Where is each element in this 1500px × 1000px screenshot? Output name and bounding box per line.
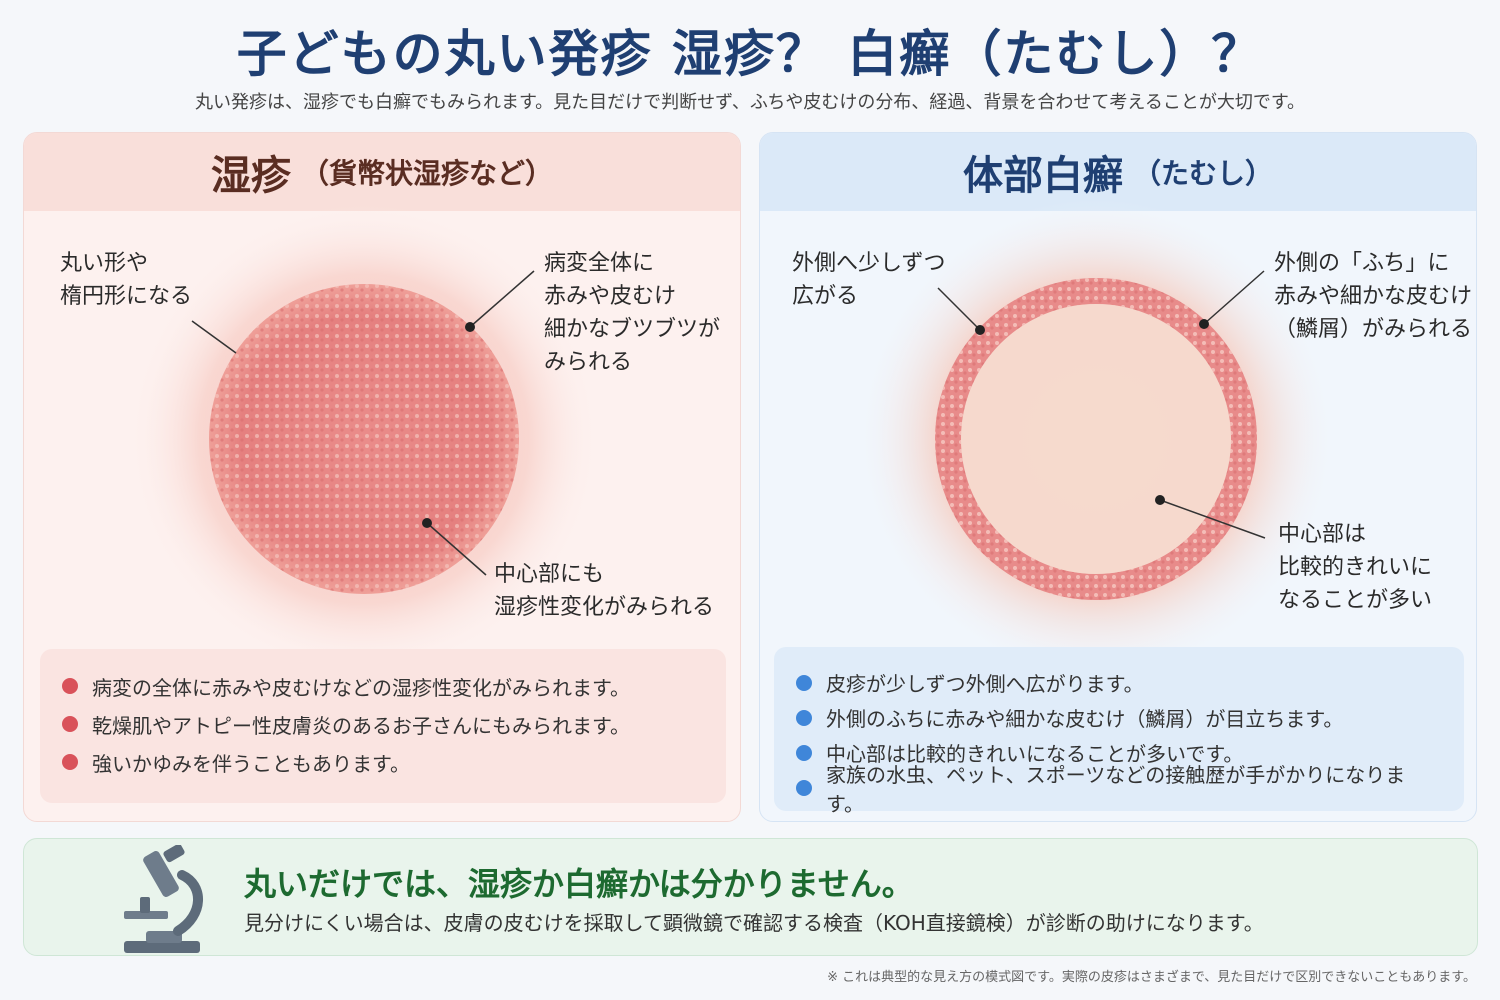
callout-shape-line-2: 楕円形になる [60, 284, 193, 309]
bullet-dot-icon [796, 709, 812, 726]
tinea-panel: 体部白癬 （たむし） 外側へ少しずつ 広がる 外側の「ふち」に [759, 132, 1477, 822]
callout-center-r-line-1: 中心部は [1278, 522, 1367, 547]
callout-center-right: 中心部は 比較的きれいに なることが多い [1278, 518, 1432, 617]
bullet-text: 強いかゆみを伴うこともあります。 [92, 751, 410, 776]
page-title: 子どもの丸い発疹 湿疹？ 白癬（たむし）？ [236, 25, 1264, 83]
callout-whole-line-2: 赤みや皮むけ [544, 284, 677, 309]
bullet-text: 家族の水虫、ペット、スポーツなどの接触歴が手がかりになります。 [826, 762, 1406, 816]
eczema-subtitle: （貨幣状湿疹など） [300, 157, 553, 190]
eczema-title: 湿疹 [210, 153, 291, 199]
footer-heading: 丸いだけでは、湿疹か白癬かは分かりません。 [244, 865, 914, 903]
bullet-dot-icon [62, 678, 78, 694]
callout-whole-line-1: 病変全体に [544, 251, 655, 276]
disclaimer-note: ※ これは典型的な見え方の模式図です。実際の皮疹はさまざまで、見た目だけで区別で… [827, 970, 1476, 985]
eczema-lesion-texture [209, 284, 519, 594]
eczema-panel-header: 湿疹 （貨幣状湿疹など） [24, 133, 740, 211]
bullet-dot-icon [62, 754, 78, 770]
list-item: 中心部は比較的きれいになることが多いです。 [796, 735, 1442, 770]
list-item: 家族の水虫、ペット、スポーツなどの接触歴が手がかりになります。 [796, 763, 1442, 816]
page-subtitle: 丸い発疹は、湿疹でも白癬でもみられます。見た目だけで判断せず、ふちや皮むけの分布… [194, 92, 1306, 113]
callout-edge-line-2: 赤みや細かな皮むけ [1274, 284, 1473, 309]
callout-spread-line-1: 外側へ少しずつ [792, 251, 946, 276]
callout-dot-edge [1199, 319, 1209, 329]
callout-dot-center [422, 518, 432, 528]
bullet-text: 中心部は比較的きれいになることが多いです。 [826, 742, 1244, 766]
eczema-bullet-list: 病変の全体に赤みや皮むけなどの湿疹性変化がみられます。 乾燥肌やアトピー性皮膚炎… [40, 649, 726, 803]
bullet-dot-icon [796, 744, 812, 761]
bullet-dot-icon [62, 716, 78, 732]
callout-line-shape [191, 320, 237, 354]
tinea-clear-center [961, 304, 1231, 574]
tinea-illustration [856, 199, 1336, 679]
tinea-subtitle: （たむし） [1132, 157, 1273, 190]
tinea-ring-texture [935, 278, 1257, 600]
bullet-text: 乾燥肌やアトピー性皮膚炎のあるお子さんにもみられます。 [92, 713, 630, 738]
list-item: 乾燥肌やアトピー性皮膚炎のあるお子さんにもみられます。 [62, 705, 704, 743]
callout-shape: 丸い形や 楕円形になる [60, 247, 192, 313]
eczema-illustration [129, 204, 599, 674]
callout-center-r-line-3: なることが多い [1278, 588, 1433, 613]
bullet-text: 皮疹が少しずつ外側へ広がります。 [826, 672, 1144, 696]
callout-spread: 外側へ少しずつ 広がる [792, 247, 946, 313]
diagnosis-footer: 丸いだけでは、湿疹か白癬かは分かりません。 見分けにくい場合は、皮膚の皮むけを採… [23, 838, 1478, 956]
callout-line-center-r [1159, 499, 1266, 539]
list-item: 皮疹が少しずつ外側へ広がります。 [796, 665, 1442, 700]
callout-center-r-line-2: 比較的きれいに [1278, 555, 1433, 580]
bullet-dot-icon [796, 674, 812, 691]
microscope-icon [124, 845, 203, 953]
callout-whole: 病変全体に 赤みや皮むけ 細かなブツブツが みられる [544, 247, 720, 379]
callout-line-edge [1203, 270, 1265, 325]
callout-dot-center-r [1155, 495, 1165, 505]
callout-spread-line-2: 広がる [792, 284, 859, 309]
callout-whole-line-3: 細かなブツブツが [544, 317, 721, 342]
eczema-panel: 湿疹 （貨幣状湿疹など） 丸 [23, 132, 741, 822]
tinea-panel-header: 体部白癬 （たむし） [760, 133, 1476, 211]
bullet-text: 外側のふちに赤みや細かな皮むけ（鱗屑）が目立ちます。 [826, 707, 1344, 731]
callout-edge-line-1: 外側の「ふち」に [1274, 251, 1450, 276]
list-item: 外側のふちに赤みや細かな皮むけ（鱗屑）が目立ちます。 [796, 700, 1442, 735]
bullet-text: 病変の全体に赤みや皮むけなどの湿疹性変化がみられます。 [92, 675, 630, 700]
callout-edge: 外側の「ふち」に 赤みや細かな皮むけ （鱗屑）がみられる [1274, 247, 1472, 346]
callout-center-line-1: 中心部にも [494, 562, 605, 587]
callout-line-whole [469, 270, 535, 328]
callout-shape-line-1: 丸い形や [60, 251, 149, 276]
footer-text: 見分けにくい場合は、皮膚の皮むけを採取して顕微鏡で確認する検査（KOH直接鏡検）… [244, 911, 1264, 935]
list-item: 強いかゆみを伴うこともあります。 [62, 743, 704, 781]
bullet-dot-icon [796, 779, 812, 796]
tinea-bullet-list: 皮疹が少しずつ外側へ広がります。 外側のふちに赤みや細かな皮むけ（鱗屑）が目立ち… [774, 647, 1464, 816]
tinea-title: 体部白癬 [962, 153, 1123, 199]
callout-dot-spread [975, 325, 985, 335]
callout-center-line-2: 湿疹性変化がみられる [494, 595, 715, 620]
callout-line-center [426, 522, 487, 576]
callout-edge-line-3: （鱗屑）がみられる [1274, 317, 1473, 342]
list-item: 病変の全体に赤みや皮むけなどの湿疹性変化がみられます。 [62, 667, 704, 705]
callout-line-spread [937, 287, 981, 331]
callout-whole-line-4: みられる [544, 350, 633, 375]
callout-dot-whole [465, 322, 475, 332]
callout-center: 中心部にも 湿疹性変化がみられる [494, 558, 714, 624]
